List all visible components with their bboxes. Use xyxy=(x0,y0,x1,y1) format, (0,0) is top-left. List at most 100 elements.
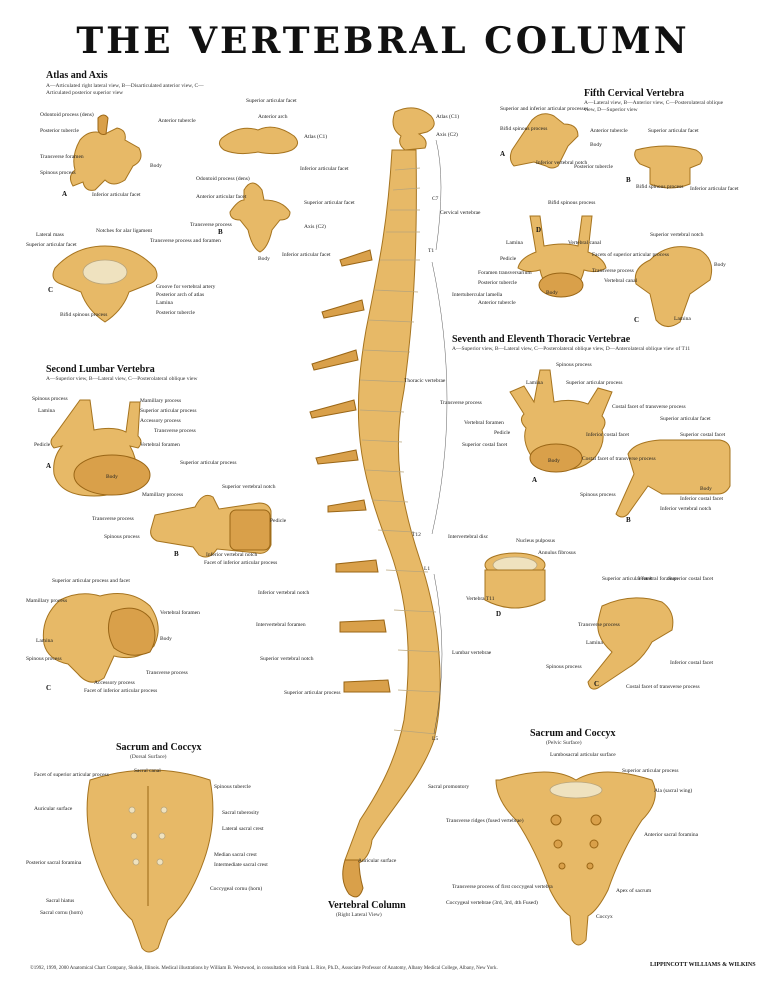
label: Intertubercular lamella xyxy=(452,292,503,298)
label: L5 xyxy=(432,736,439,742)
label: Groove for vertebral artery xyxy=(156,284,216,290)
label: Lamina xyxy=(586,640,603,646)
label: Vertebral canal xyxy=(604,278,638,284)
label: Superior vertebral notch xyxy=(260,656,314,662)
label: Spinous process xyxy=(546,664,582,670)
label: Lateral mass xyxy=(36,232,64,238)
label: Sacral promontory xyxy=(428,784,470,790)
label: Costal facet of transverse process xyxy=(626,684,700,690)
cervical-lateral-illustration xyxy=(509,113,579,169)
vertebral-column-illustration xyxy=(309,107,448,898)
label: Mamillary process xyxy=(142,492,184,498)
label: Pedicle xyxy=(494,430,511,436)
label: Superior articular facet xyxy=(246,98,297,104)
label: Intermediate sacral crest xyxy=(214,862,268,868)
label: Transverse process xyxy=(92,516,134,522)
thoracic-title: Seventh and Eleventh Thoracic Vertebrae xyxy=(452,334,631,345)
label: Anterior arch xyxy=(258,114,288,120)
label: Transverse process xyxy=(154,428,196,434)
label: Anterior tubercle xyxy=(158,118,196,124)
label: Superior and inferior articular processe… xyxy=(500,106,589,112)
label: Lamina xyxy=(506,240,523,246)
figure-letter: C xyxy=(48,286,54,294)
atlas-axis-anterior-illustration xyxy=(218,126,298,253)
label: Transverse process xyxy=(578,622,620,628)
atlas-axis-title: Atlas and Axis xyxy=(46,70,108,81)
label: Superior articular process xyxy=(566,380,623,386)
label: Mamillary process xyxy=(26,598,68,604)
cervical-oblique-illustration xyxy=(634,246,713,327)
column-title: Vertebral Column xyxy=(328,900,406,911)
label: Superior vertebral notch xyxy=(222,484,276,490)
label: Anterior sacral foramina xyxy=(644,832,699,838)
label: L1 xyxy=(424,566,431,572)
label: C7 xyxy=(432,196,439,202)
label: Superior costal facet xyxy=(462,442,508,448)
label: Inferior costal facet xyxy=(586,432,630,438)
thoracic-superior-illustration xyxy=(509,369,613,473)
label: Intervertebral disc xyxy=(448,534,489,540)
label: Superior vertebral notch xyxy=(650,232,704,238)
label: Posterior tubercle xyxy=(478,280,517,286)
figure-letter: B xyxy=(626,516,631,524)
label: Body xyxy=(160,636,172,642)
label: T1 xyxy=(428,248,435,254)
label: Vertebral foramen xyxy=(140,442,180,448)
label: Annulus fibrosus xyxy=(538,550,576,556)
fifth-cervical-title: Fifth Cervical Vertebra xyxy=(584,88,684,99)
cervical-anterior-illustration xyxy=(634,145,703,189)
label: Vertebral foramen xyxy=(160,610,200,616)
label: Transverse process xyxy=(190,222,232,228)
column-region-brackets xyxy=(431,139,448,735)
lumbar-title: Second Lumbar Vertebra xyxy=(46,364,155,375)
thoracic-disc-illustration xyxy=(484,552,546,609)
figure-letter: A xyxy=(62,190,68,198)
label: Body xyxy=(714,262,726,268)
figure-letter: A xyxy=(532,476,538,484)
label: Lateral sacral crest xyxy=(222,826,264,832)
label: Sacral cornu (horn) xyxy=(40,910,83,916)
label: Coccyx xyxy=(596,914,613,920)
label: Atlas (C1) xyxy=(304,134,328,140)
label: Spinous process xyxy=(32,396,68,402)
label: Odontoid process (dens) xyxy=(196,176,250,182)
label: Facets of superior articular process xyxy=(592,252,669,258)
sacrum-dorsal-subtitle: (Dorsal Surface) xyxy=(130,754,167,760)
label: Inferior vertebral notch xyxy=(258,590,310,596)
label: Transverse process of first coccygeal ve… xyxy=(452,884,553,890)
label: Superior articular facet xyxy=(602,576,653,582)
label: Posterior arch of atlas xyxy=(156,292,205,298)
label: Superior costal facet xyxy=(668,576,714,582)
label: Accessory process xyxy=(94,680,135,686)
sacrum-pelvic-illustration xyxy=(495,771,656,946)
label: Spinous process xyxy=(104,534,140,540)
label: Ala (sacral wing) xyxy=(654,788,693,794)
label: Body xyxy=(106,474,118,480)
sacrum-dorsal-illustration xyxy=(86,769,214,953)
label: Lamina xyxy=(36,638,53,644)
label: Inferior articular facet xyxy=(300,166,349,172)
atlas-axis-subtitle: A—Articulated right lateral view, B—Disa… xyxy=(46,83,204,96)
page-title: THE VERTEBRAL COLUMN xyxy=(76,20,690,62)
label: Superior articular process xyxy=(140,408,197,414)
label: Nucleus pulposus xyxy=(516,538,555,544)
label: Pedicle xyxy=(500,256,517,262)
publisher-logo: LIPPINCOTT WILLIAMS & WILKINS xyxy=(650,962,756,968)
label: Axis (C2) xyxy=(304,224,326,230)
sacrum-pelvic-subtitle: (Pelvic Surface) xyxy=(546,740,582,746)
label: Coccygeal vertebrae (3rd, 3rd, 4th Fused… xyxy=(446,900,538,906)
label: Lamina xyxy=(156,300,173,306)
label: Intervertebral foramen xyxy=(256,622,306,628)
label: Inferior vertebral notch xyxy=(660,506,712,512)
figure-letter: D xyxy=(496,610,502,618)
label: Vertebral foramen xyxy=(464,420,504,426)
label: Bifid spinous process xyxy=(636,184,684,190)
label: Anterior tubercle xyxy=(478,300,516,306)
label: Transverse process and foramen xyxy=(150,238,221,244)
label: Lumbar vertebrae xyxy=(452,650,492,656)
figure-letter: C xyxy=(594,680,600,688)
label: Facet of inferior articular process xyxy=(204,560,278,566)
label: Anterior tubercle xyxy=(590,128,628,134)
figure-letter: C xyxy=(634,316,640,324)
